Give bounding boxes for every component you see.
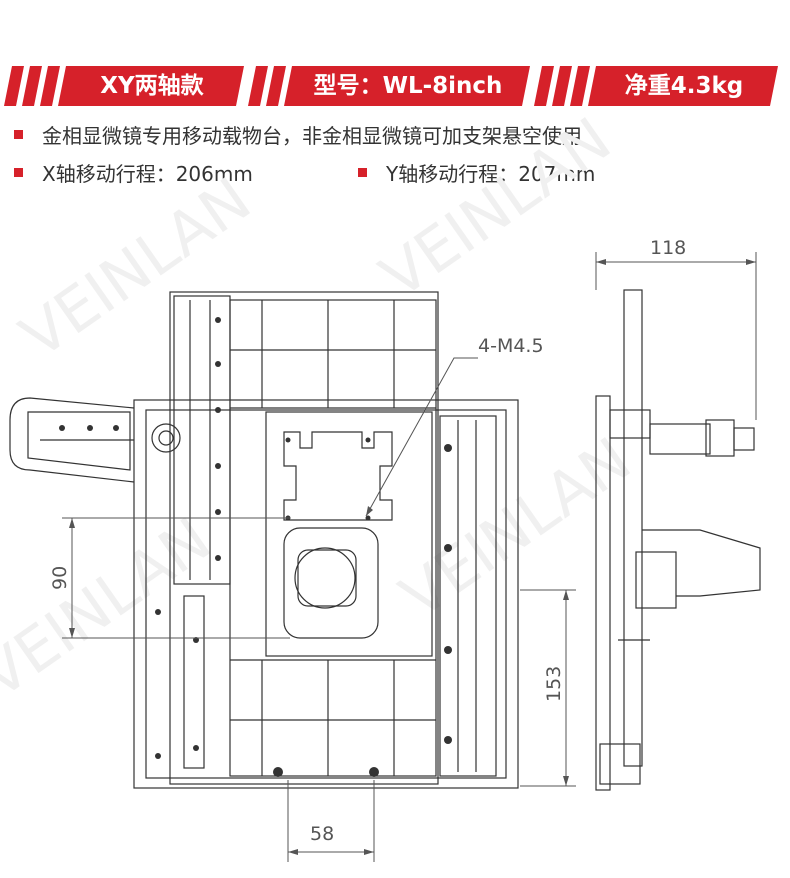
- svg-text:VEINLAN: VEINLAN: [8, 165, 263, 373]
- dim-label-90: 90: [49, 566, 71, 590]
- dim-label-58: 58: [310, 823, 334, 845]
- badge-weight: 净重4.3kg: [624, 73, 744, 99]
- spec-usage: 金相显微镜专用移动载物台，非金相显微镜可加支架悬空使用: [42, 124, 582, 148]
- mounting-holes: [59, 317, 452, 777]
- svg-text:VEINLAN: VEINLAN: [388, 425, 643, 633]
- spec-y-travel: Y轴移动行程：207mm: [386, 162, 596, 186]
- badge-model: 型号：WL-8inch: [313, 73, 503, 99]
- bullet-icon: [358, 168, 367, 177]
- spec-x-travel: X轴移动行程：206mm: [42, 162, 253, 186]
- dim-label-118: 118: [650, 237, 686, 259]
- dimension-lines: [62, 252, 757, 862]
- header-banner: XY两轴款 型号：WL-8inch 净重4.3kg: [0, 58, 790, 114]
- stage-top-view: [9, 291, 519, 789]
- dimension-arrows: [69, 259, 756, 855]
- banner-background: [4, 66, 778, 106]
- svg-text:VEINLAN: VEINLAN: [368, 105, 623, 313]
- dim-label-153: 153: [543, 666, 565, 702]
- stage-side-view: [595, 289, 761, 791]
- bullet-icon: [14, 130, 23, 139]
- bullet-icon: [14, 168, 23, 177]
- badge-type: XY两轴款: [100, 73, 204, 99]
- dim-label-hole: 4-M4.5: [478, 335, 544, 357]
